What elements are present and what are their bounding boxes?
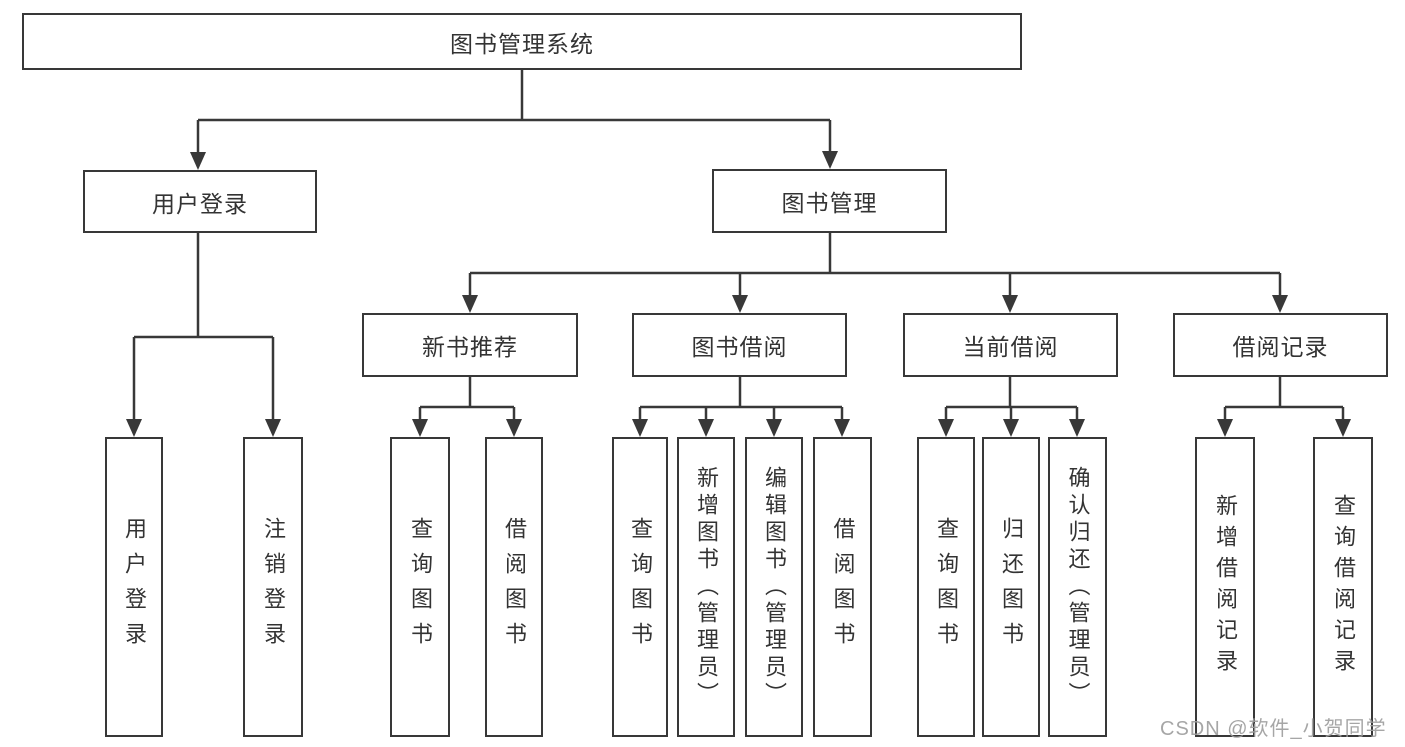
leaf-query-books-borrow: 查询图书 xyxy=(612,437,668,737)
leaf-confirm-return-admin: 确认归还（管理员） xyxy=(1048,437,1107,737)
node-book-borrowing-label: 图书借阅 xyxy=(691,334,788,360)
leaf-add-book-admin: 新增图书（管理员） xyxy=(677,437,735,737)
node-book-management: 图书管理 xyxy=(712,169,947,233)
node-book-management-label: 图书管理 xyxy=(781,190,878,216)
leaf-return-book: 归还图书 xyxy=(982,437,1040,737)
node-book-borrowing: 图书借阅 xyxy=(632,313,847,377)
node-current-borrowing-label: 当前借阅 xyxy=(962,334,1059,360)
leaf-user-login: 用户登录 xyxy=(105,437,163,737)
watermark: CSDN @软件_小贺同学 xyxy=(1160,718,1387,740)
node-user-login-label: 用户登录 xyxy=(152,190,248,217)
leaf-logout-label: 注销登录 xyxy=(261,517,286,657)
leaf-add-book-admin-label: 新增图书（管理员） xyxy=(694,465,719,709)
leaf-query-books-recommend-label: 查询图书 xyxy=(408,517,433,657)
leaf-borrow-books-recommend: 借阅图书 xyxy=(485,437,543,737)
node-root: 图书管理系统 xyxy=(22,13,1022,70)
connector-records-to-leaves xyxy=(1223,377,1345,425)
connector-bookmgmt-to-level3 xyxy=(468,233,1282,301)
leaf-query-books-recommend: 查询图书 xyxy=(390,437,450,737)
connector-userlogin-to-leaves xyxy=(132,233,275,425)
leaf-query-books-current: 查询图书 xyxy=(917,437,975,737)
node-new-book-recommend: 新书推荐 xyxy=(362,313,578,377)
leaf-confirm-return-admin-label: 确认归还（管理员） xyxy=(1065,465,1091,709)
leaf-borrow-books: 借阅图书 xyxy=(813,437,872,737)
node-user-login: 用户登录 xyxy=(83,170,317,233)
connector-root-to-level2 xyxy=(196,70,832,158)
leaf-edit-book-admin: 编辑图书（管理员） xyxy=(745,437,803,737)
leaf-logout: 注销登录 xyxy=(243,437,303,737)
leaf-borrow-books-label: 借阅图书 xyxy=(830,517,856,657)
leaf-query-books-borrow-label: 查询图书 xyxy=(628,517,653,657)
leaf-add-borrow-record-label: 新增借阅记录 xyxy=(1213,494,1238,680)
leaf-query-borrow-record-label: 查询借阅记录 xyxy=(1331,494,1356,680)
leaf-add-borrow-record: 新增借阅记录 xyxy=(1195,437,1255,737)
leaf-borrow-books-recommend-label: 借阅图书 xyxy=(502,517,527,657)
leaf-query-books-current-label: 查询图书 xyxy=(934,517,959,657)
node-new-book-recommend-label: 新书推荐 xyxy=(422,334,518,360)
node-current-borrowing: 当前借阅 xyxy=(903,313,1118,377)
connector-current-to-leaves xyxy=(944,377,1079,425)
leaf-user-login-label: 用户登录 xyxy=(122,517,147,657)
leaf-edit-book-admin-label: 编辑图书（管理员） xyxy=(762,465,787,709)
leaf-query-borrow-record: 查询借阅记录 xyxy=(1313,437,1373,737)
leaf-return-book-label: 归还图书 xyxy=(999,517,1024,657)
node-borrowing-records: 借阅记录 xyxy=(1173,313,1388,377)
connector-borrow-to-leaves xyxy=(638,377,844,425)
node-root-label: 图书管理系统 xyxy=(450,30,594,57)
node-borrowing-records-label: 借阅记录 xyxy=(1232,334,1329,360)
connector-newbook-to-leaves xyxy=(418,377,516,425)
